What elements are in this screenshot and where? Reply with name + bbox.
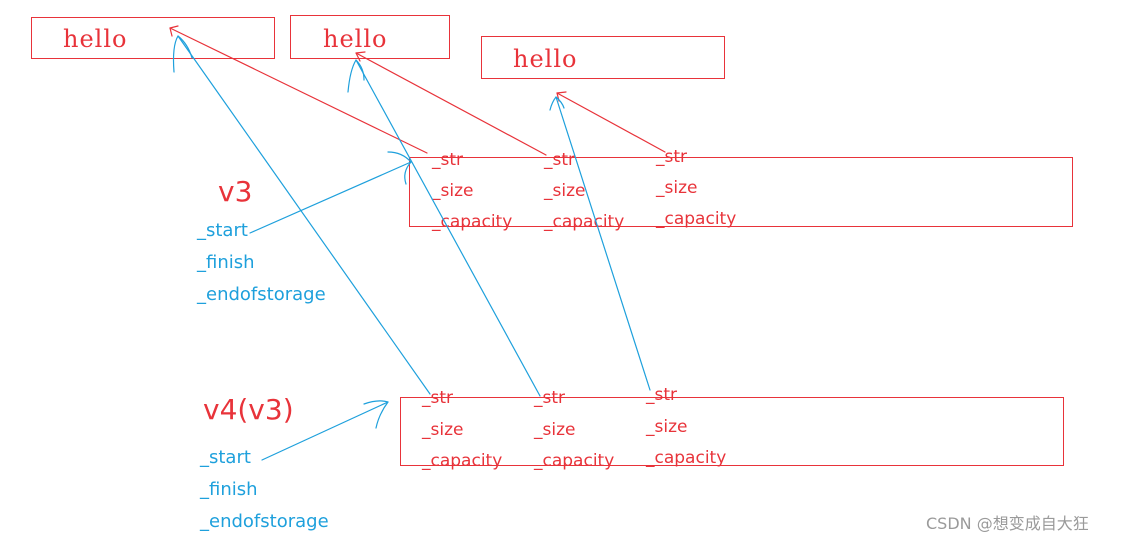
red-arrows xyxy=(169,25,666,156)
string-text-2: hello xyxy=(323,25,388,53)
v3-element-3-size: _size xyxy=(656,178,698,198)
v4-element-2-size: _size xyxy=(534,420,576,440)
v4-element-1-capacity: _capacity xyxy=(422,451,503,471)
v4-finish-pointer: _finish xyxy=(200,479,258,500)
arrowhead-v4-block xyxy=(363,400,389,429)
v3-finish-pointer: _finish xyxy=(197,252,255,273)
v4-element-2-str: _str xyxy=(534,388,566,408)
v3-label: v3 xyxy=(218,175,253,208)
v3-element-3-str: _str xyxy=(656,147,688,167)
string-box-2 xyxy=(290,15,450,59)
arrow-v3-str2-to-hello2 xyxy=(355,52,547,156)
arrow-v3-str3-to-hello3 xyxy=(556,92,666,153)
string-text-3: hello xyxy=(513,45,578,73)
arrowhead-blue-hello3 xyxy=(549,96,565,111)
v3-endofstorage-pointer: _endofstorage xyxy=(197,284,326,305)
v3-element-1-capacity: _capacity xyxy=(432,212,513,232)
v4-element-3-capacity: _capacity xyxy=(646,448,727,468)
string-box-1 xyxy=(31,17,275,59)
v4-storage-block xyxy=(400,397,1064,466)
blue-arrows xyxy=(172,35,651,461)
v4-label: v4(v3) xyxy=(203,393,294,426)
arrowhead-hello2 xyxy=(355,51,366,62)
v3-element-3-capacity: _capacity xyxy=(656,209,737,229)
arrow-v4-start-to-block xyxy=(261,401,389,461)
arrow-v3-start-to-block xyxy=(249,161,412,234)
arrow-v4-str2-to-hello2 xyxy=(355,59,541,397)
v4-element-1-size: _size xyxy=(422,420,464,440)
v3-element-1-size: _size xyxy=(432,181,474,201)
arrow-v4-str1-to-hello1 xyxy=(177,35,431,395)
v4-start-pointer: _start xyxy=(200,447,251,468)
v4-element-2-capacity: _capacity xyxy=(534,451,615,471)
v3-element-1-str: _str xyxy=(432,150,464,170)
v4-element-3-str: _str xyxy=(646,385,678,405)
v3-element-2-str: _str xyxy=(544,150,576,170)
arrowhead-blue-hello2 xyxy=(347,59,365,93)
v3-element-2-capacity: _capacity xyxy=(544,212,625,232)
string-box-3 xyxy=(481,36,725,79)
v4-element-3-size: _size xyxy=(646,417,688,437)
arrow-v4-str3-to-hello3 xyxy=(555,96,651,391)
arrowhead-v3-block xyxy=(387,151,412,185)
v3-storage-block xyxy=(409,157,1073,227)
arrowhead-blue-hello1 xyxy=(172,35,193,73)
v3-start-pointer: _start xyxy=(197,220,248,241)
string-text-1: hello xyxy=(63,25,128,53)
v3-element-2-size: _size xyxy=(544,181,586,201)
arrow-v3-str1-to-hello1 xyxy=(169,27,428,154)
arrowhead-hello1 xyxy=(169,25,179,37)
watermark: CSDN @想变成自大狂 xyxy=(926,514,1089,533)
v4-endofstorage-pointer: _endofstorage xyxy=(200,511,329,532)
